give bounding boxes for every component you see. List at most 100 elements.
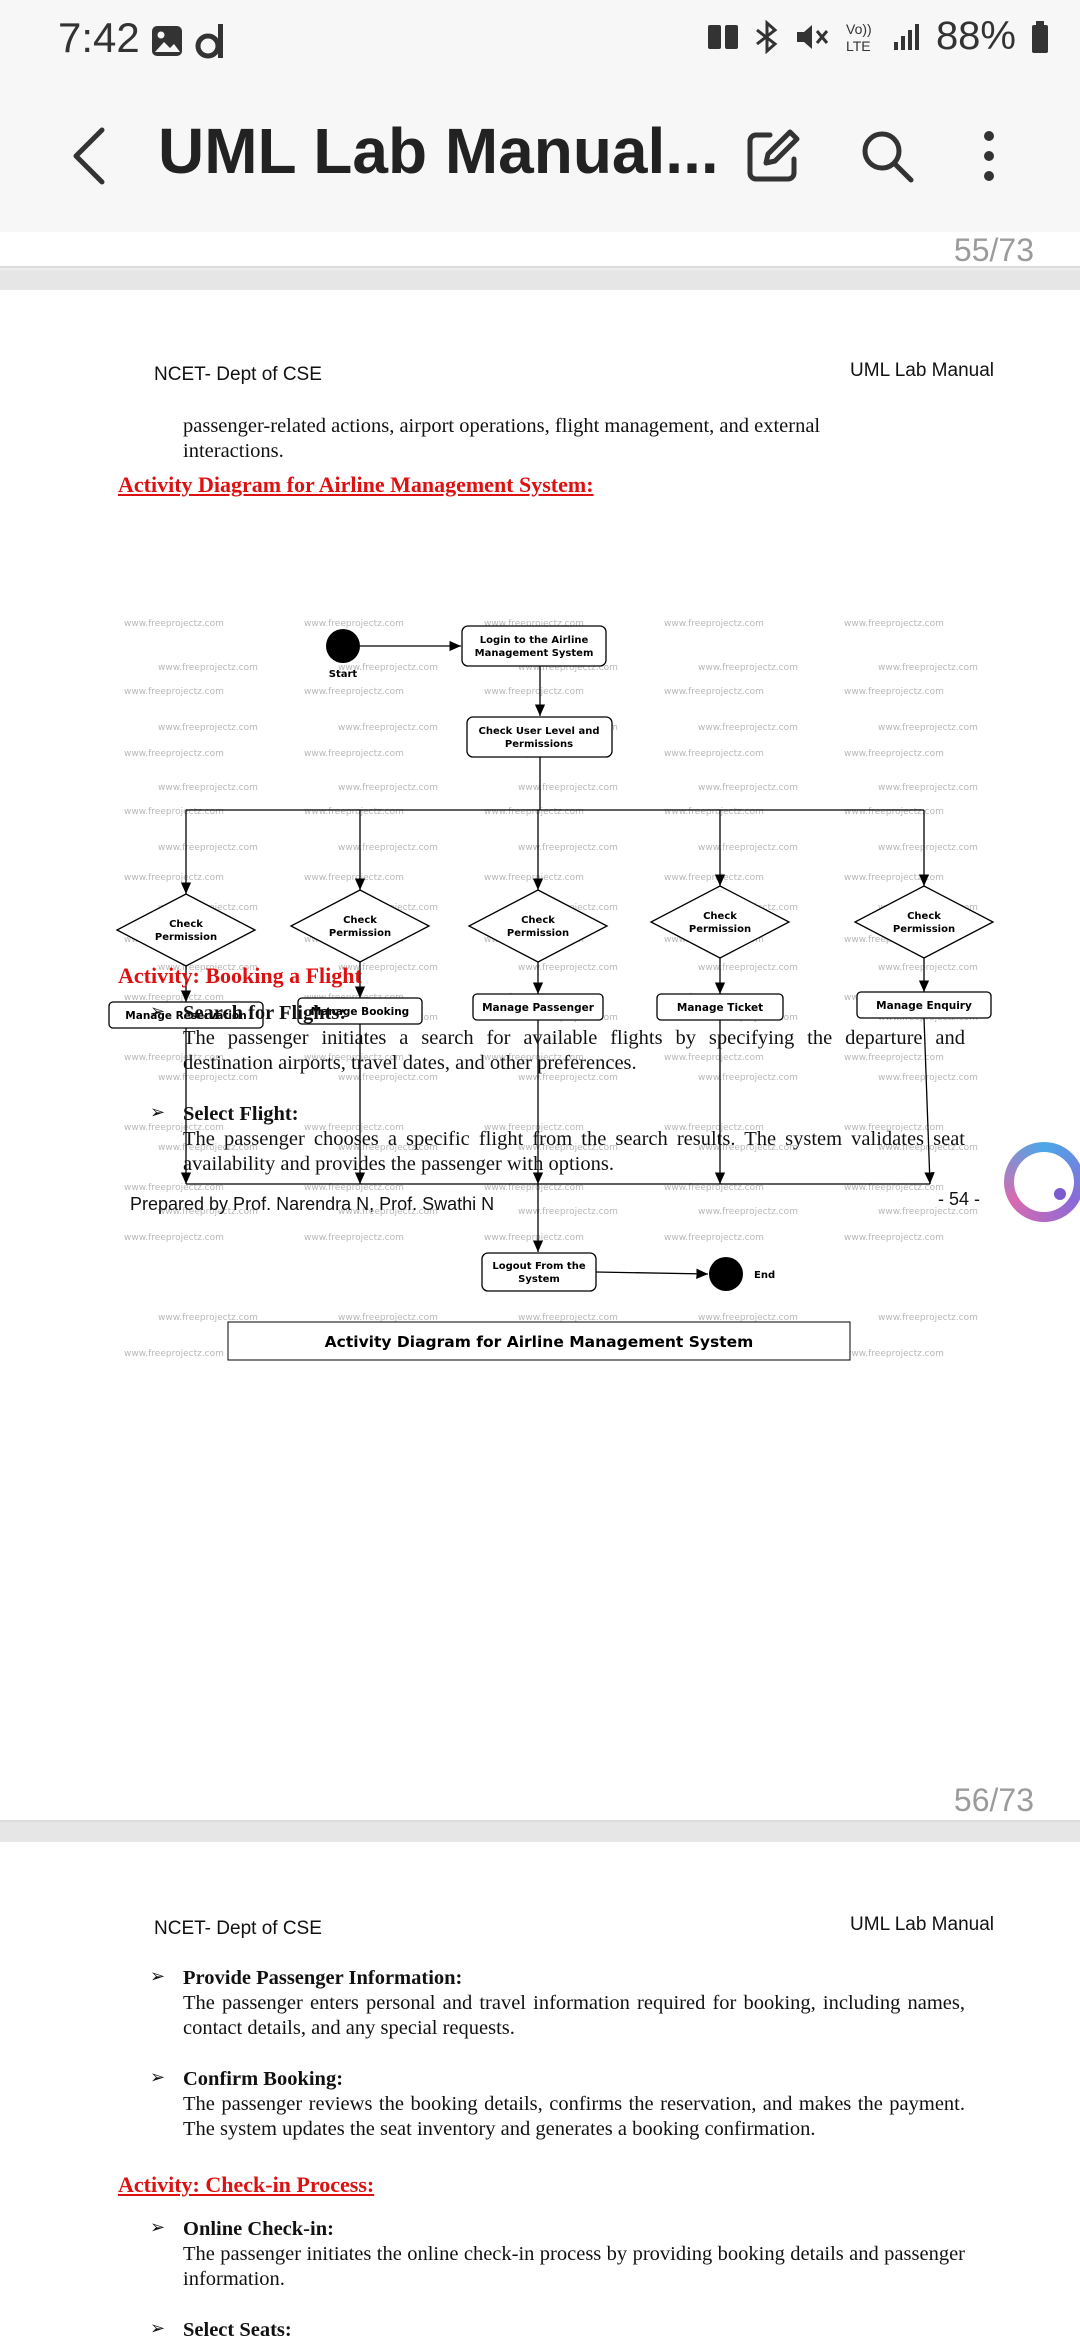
manage-enquiry-label: Manage Enquiry [876, 1000, 972, 1012]
decision-label-line2: Permission [329, 928, 391, 939]
watermark-text: www.freeprojectz.com [518, 843, 618, 853]
watermark-text: www.freeprojectz.com [664, 1233, 764, 1243]
check-user-label-line1: Check User Level and [479, 726, 600, 737]
watermark-text: www.freeprojectz.com [158, 663, 258, 673]
decision-label-line2: Permission [507, 928, 569, 939]
page-counter-55: 55/73 [953, 232, 1034, 268]
watermark-text: www.freeprojectz.com [304, 1183, 404, 1193]
watermark-text: www.freeprojectz.com [844, 1183, 944, 1193]
bullet-confirm-booking: ➢ Confirm Booking: The passenger reviews… [150, 2067, 965, 2142]
bullet-provide-info: ➢ Provide Passenger Information: The pas… [150, 1966, 965, 2041]
watermark-text: www.freeprojectz.com [878, 1073, 978, 1083]
decision-label-line1: Check [521, 915, 555, 926]
bullet-arrow-icon: ➢ [150, 1001, 166, 1021]
signal-icon [893, 23, 919, 50]
more-options-button[interactable] [954, 120, 1024, 192]
watermark-text: www.freeprojectz.com [664, 687, 764, 697]
page-header-left: NCET- Dept of CSE [154, 364, 322, 385]
watermark-text: www.freeprojectz.com [124, 1233, 224, 1243]
bullet-select-seats: ➢ Select Seats: [150, 2318, 965, 2340]
watermark-text: www.freeprojectz.com [158, 1313, 258, 1323]
decision-label-line1: Check [343, 915, 377, 926]
decision-label-line2: Permission [689, 924, 751, 935]
intro-paragraph: passenger-related actions, airport opera… [183, 415, 821, 462]
search-icon [862, 131, 914, 183]
bullet-arrow-icon: ➢ [150, 1102, 166, 1122]
page-footer-left: Prepared by Prof. Narendra N, Prof. Swat… [130, 1194, 495, 1214]
watermark-text: www.freeprojectz.com [698, 1073, 798, 1083]
section-heading-checkin: Activity: Check-in Process: [118, 2172, 375, 2197]
watermark-text: www.freeprojectz.com [878, 1143, 978, 1153]
watermark-text: www.freeprojectz.com [158, 1207, 258, 1217]
decision-label-line1: Check [169, 919, 203, 930]
app-bar: UML Lab Manual... [0, 80, 1080, 232]
check-user-label-line2: Permissions [505, 739, 573, 750]
watermark-text: www.freeprojectz.com [844, 619, 944, 629]
watermark-text: www.freeprojectz.com [878, 723, 978, 733]
decision-check-permission [649, 885, 791, 959]
bullet-title: Select Flight: [183, 1103, 299, 1125]
manage-passenger-label: Manage Passenger [482, 1002, 595, 1014]
watermark-text: www.freeprojectz.com [878, 1207, 978, 1217]
watermark-text: www.freeprojectz.com [484, 1233, 584, 1243]
page-header-right: UML Lab Manual [850, 360, 994, 381]
back-button[interactable] [60, 120, 120, 192]
watermark-text: www.freeprojectz.com [338, 963, 438, 973]
bullet-title: Select Seats: [183, 2319, 292, 2340]
watermark-text: www.freeprojectz.com [844, 749, 944, 759]
logout-activity [481, 1252, 597, 1292]
watermark-text: www.freeprojectz.com [338, 663, 438, 673]
watermark-text: www.freeprojectz.com [484, 807, 584, 817]
bullet-select-flight: ➢ Select Flight: The passenger chooses a… [150, 1102, 965, 1177]
watermark-text: www.freeprojectz.com [124, 1183, 224, 1193]
watermark-text: www.freeprojectz.com [664, 749, 764, 759]
watermark-text: www.freeprojectz.com [158, 1143, 258, 1153]
end-label: End [754, 1270, 775, 1281]
more-icon [984, 131, 994, 181]
watermark-text: www.freeprojectz.com [304, 1123, 404, 1133]
watermark-text: www.freeprojectz.com [878, 1313, 978, 1323]
watermark-text: www.freeprojectz.com [304, 1053, 404, 1063]
mute-icon [796, 24, 829, 49]
document-title: UML Lab Manual... [158, 115, 718, 187]
watermark-text: www.freeprojectz.com [158, 843, 258, 853]
bullet-text: The passenger initiates the online check… [183, 2243, 965, 2290]
watermark-text: www.freeprojectz.com [518, 963, 618, 973]
start-label: Start [329, 669, 358, 680]
page-header-left: NCET- Dept of CSE [154, 1918, 322, 1939]
bullet-text: The passenger chooses a specific flight … [183, 1128, 965, 1175]
watermark-text: www.freeprojectz.com [338, 1143, 438, 1153]
assistant-floating-button[interactable] [1004, 1142, 1080, 1222]
activity-label: Activity [118, 963, 193, 988]
status-time: 7:42 [58, 14, 140, 61]
logout-label-line1: Logout From the [492, 1261, 585, 1272]
watermark-text: www.freeprojectz.com [484, 1123, 584, 1133]
watermark-text: www.freeprojectz.com [698, 1143, 798, 1153]
search-button[interactable] [852, 120, 922, 192]
edit-button[interactable] [738, 120, 808, 192]
watermark-text: www.freeprojectz.com [124, 749, 224, 759]
watermark-text: www.freeprojectz.com [304, 619, 404, 629]
watermark-text: www.freeprojectz.com [844, 1053, 944, 1063]
watermark-text: www.freeprojectz.com [304, 749, 404, 759]
reader-icon [707, 24, 738, 49]
watermark-text: www.freeprojectz.com [124, 619, 224, 629]
watermark-text: www.freeprojectz.com [124, 1123, 224, 1133]
watermark-text: www.freeprojectz.com [664, 807, 764, 817]
decision-check-permission [467, 889, 609, 963]
watermark-text: www.freeprojectz.com [844, 1233, 944, 1243]
bullet-arrow-icon: ➢ [150, 2318, 166, 2338]
page-counter-56: 56/73 [953, 1782, 1034, 1818]
watermark-text: www.freeprojectz.com [878, 783, 978, 793]
bullet-search-flights: ➢ Search for Flights: The passenger init… [150, 1001, 965, 1076]
watermark-text: www.freeprojectz.com [698, 963, 798, 973]
watermark-text: www.freeprojectz.com [158, 1073, 258, 1083]
watermark-text: www.freeprojectz.com [844, 687, 944, 697]
watermark-text: www.freeprojectz.com [698, 723, 798, 733]
watermark-text: www.freeprojectz.com [124, 1349, 224, 1359]
start-node [326, 629, 360, 663]
watermark-text: www.freeprojectz.com [844, 1349, 944, 1359]
login-label-line1: Login to the Airline [480, 635, 589, 646]
manage-reservation-label: Manage Reservation [125, 1010, 246, 1022]
watermark-text: www.freeprojectz.com [338, 1073, 438, 1083]
